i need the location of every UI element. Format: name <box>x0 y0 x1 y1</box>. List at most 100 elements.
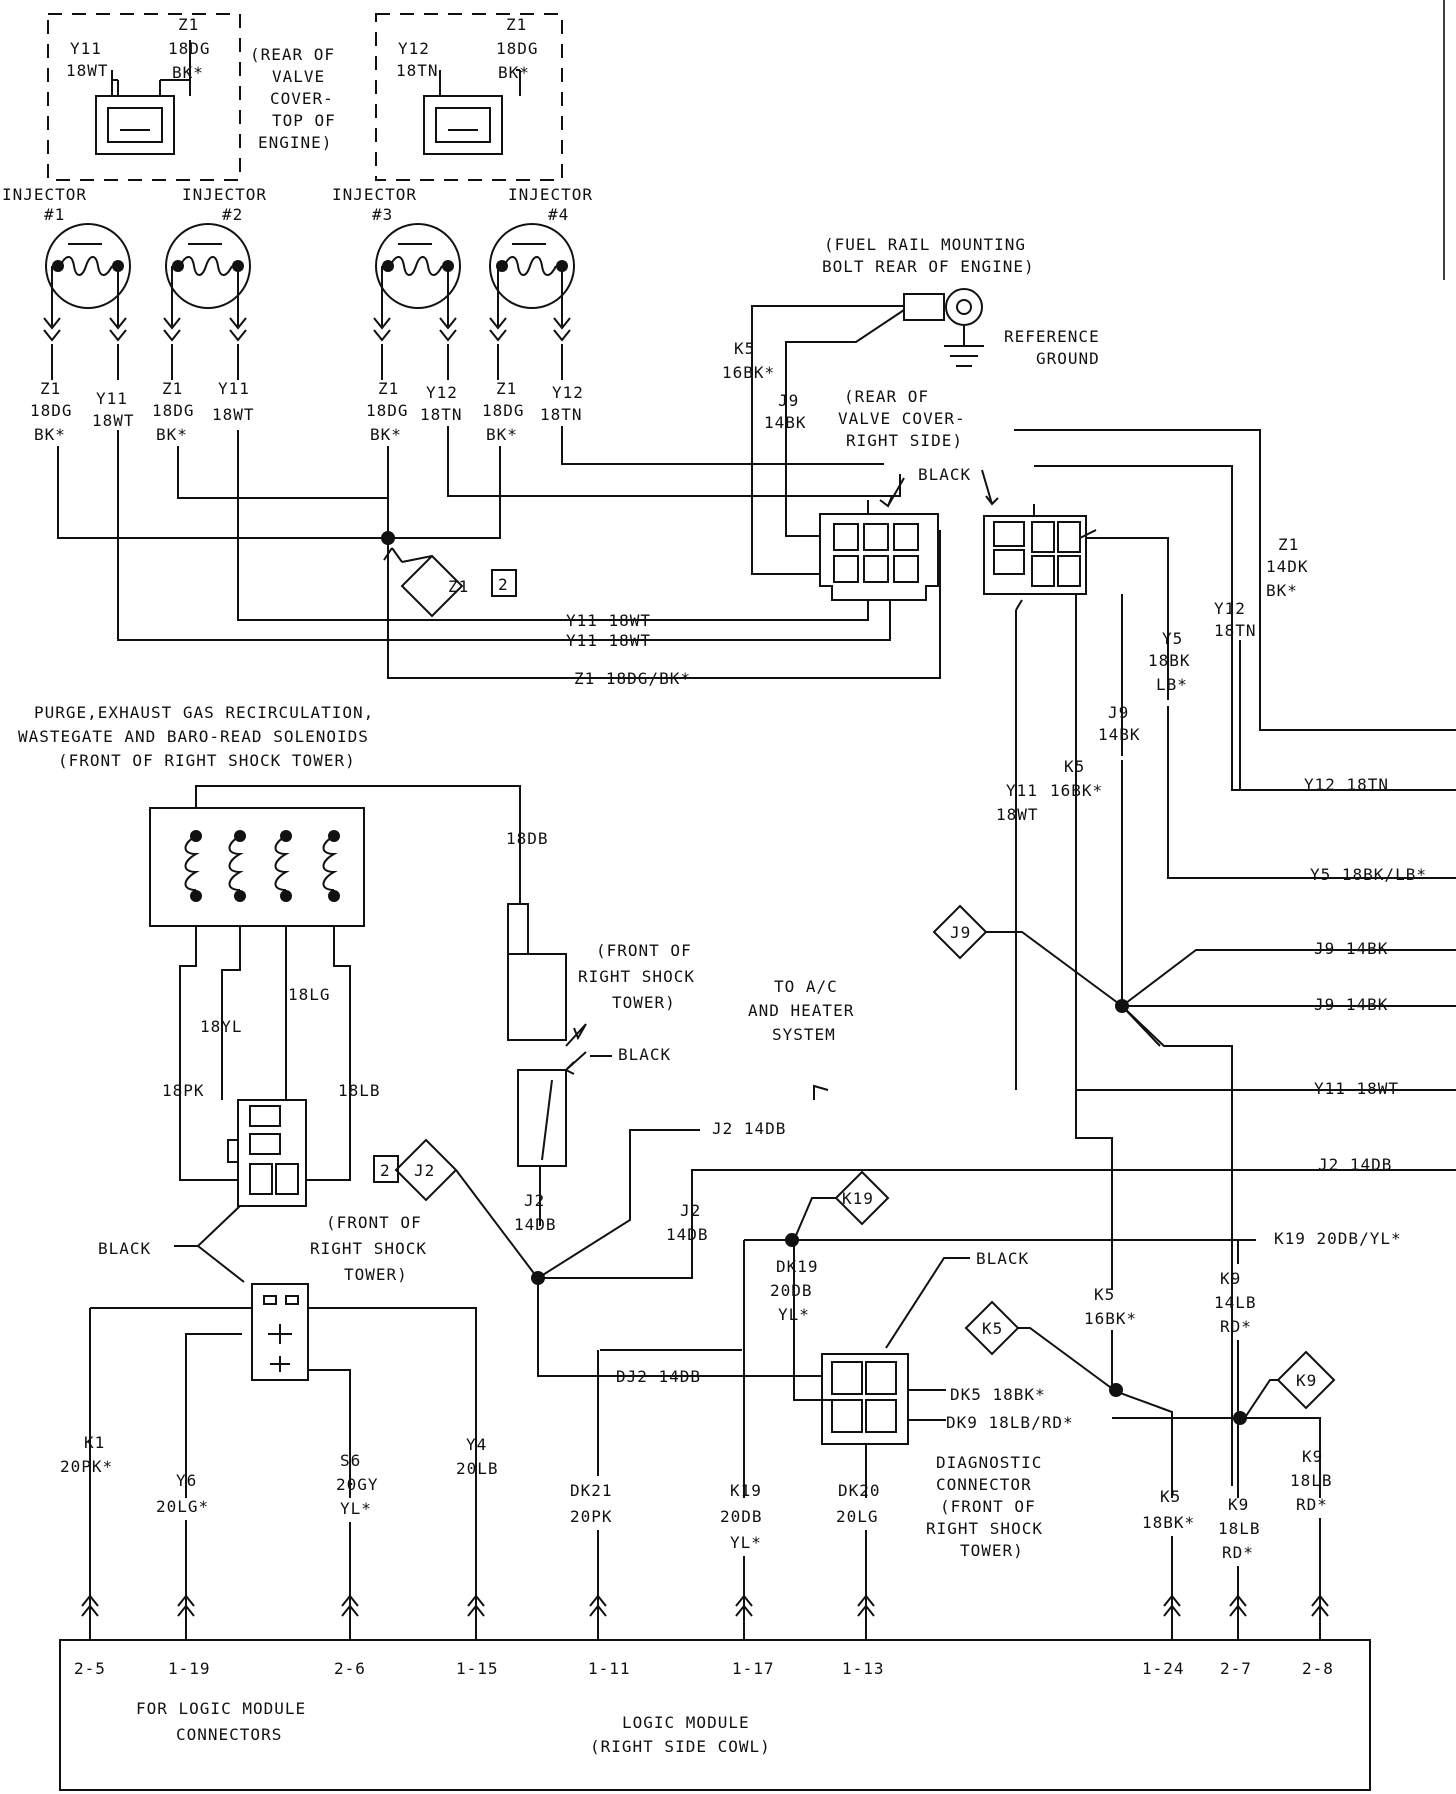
wire-label: 18TN <box>1214 621 1257 640</box>
wire-label: LOGIC MODULE <box>622 1713 750 1732</box>
wire-label: 20LG <box>836 1507 879 1526</box>
wire-label: 18WT <box>66 61 109 80</box>
wire-label: 18DG <box>152 401 195 420</box>
wire-label: K9 <box>1220 1269 1241 1288</box>
wire-label: BK* <box>34 425 66 444</box>
diagnostic-connector <box>793 1240 909 1445</box>
wire-label: Y11 <box>1006 781 1038 800</box>
wire-label: Y4 <box>466 1435 487 1454</box>
splice-k9: K9 <box>1112 1340 1336 1498</box>
wire-label: 14BK <box>1098 725 1141 744</box>
wire-label: ENGINE) <box>258 133 332 152</box>
wire-label: BLACK <box>98 1239 151 1258</box>
wire-label: #4 <box>548 205 569 224</box>
wire-label: RD* <box>1296 1495 1328 1514</box>
wire-label: CONNECTORS <box>176 1725 282 1744</box>
wire-label: REFERENCE <box>1004 327 1100 346</box>
wire-label: DJ2 14DB <box>616 1367 701 1386</box>
wire-label: DIAGNOSTIC <box>936 1453 1042 1472</box>
wire-label: 1-11 <box>588 1659 631 1678</box>
wire-label: COVER- <box>270 89 334 108</box>
wire-label: 2-6 <box>334 1659 366 1678</box>
wire-label: 18TN <box>396 61 439 80</box>
wire-label: (FRONT OF RIGHT SHOCK TOWER) <box>58 751 356 770</box>
wire-label: #2 <box>222 205 243 224</box>
wire-label: 18DG <box>496 39 539 58</box>
wire-label: DK5 18BK* <box>950 1385 1046 1404</box>
wire-label: INJECTOR <box>332 185 417 204</box>
wire-label: K9 <box>1302 1447 1323 1466</box>
injector-wire-labels: Z1 18DG BK* Y11 18WT Z1 18DG BK* Y11 18W… <box>30 379 584 444</box>
wire-label: 18WT <box>212 405 255 424</box>
wire-label: TOP OF <box>272 111 336 130</box>
wire-label: RIGHT SHOCK <box>926 1519 1043 1538</box>
wire-label: Y11 18WT <box>1314 1079 1399 1098</box>
wire-label: RIGHT SHOCK <box>310 1239 427 1258</box>
wire-label: Z1 <box>40 379 61 398</box>
wire-label: DK20 <box>838 1481 881 1500</box>
splice-z1: Z1 2 <box>400 554 517 618</box>
wire-label: 18YL <box>200 1017 243 1036</box>
wire-label: Z1 <box>496 379 517 398</box>
wire-label: Y11 <box>96 389 128 408</box>
wire-label: Y12 <box>552 383 584 402</box>
logic-module: 2-5 1-19 2-6 1-15 1-11 1-17 1-13 1-24 2-… <box>59 1639 1371 1791</box>
wire-label: Z1 <box>448 577 469 596</box>
label: Y11 <box>70 39 102 58</box>
injector-4: INJECTOR #4 <box>489 185 593 309</box>
wire-label: 18LG <box>288 985 331 1004</box>
wire-label: RIGHT SHOCK <box>578 967 695 986</box>
wire-label: 2-7 <box>1220 1659 1252 1678</box>
wire-label: 16BK* <box>1084 1309 1137 1328</box>
wire-label: 18PK <box>162 1081 205 1100</box>
wire-label: TOWER) <box>960 1541 1024 1560</box>
wire-label: CONNECTOR <box>936 1475 1032 1494</box>
wire-label: 18DG <box>168 39 211 58</box>
solenoid-pack: PURGE,EXHAUST GAS RECIRCULATION, WASTEGA… <box>18 703 521 1181</box>
wire-label: 18BK* <box>1142 1513 1195 1532</box>
wire-label: 16BK* <box>722 363 775 382</box>
wire-label: Y12 18TN <box>1304 775 1389 794</box>
injector-connector-3-4: Y12 18TN Z1 18DG BK* <box>375 13 563 181</box>
bus-y11-a: Y11 18WT <box>566 611 651 630</box>
wire-label: Y12 <box>1214 599 1246 618</box>
wire-label: 20PK* <box>60 1457 113 1476</box>
wire-label: K5 <box>1064 757 1085 776</box>
bottom-wires <box>81 1350 1329 1640</box>
wire-label: DK19 <box>776 1257 819 1276</box>
wire-label: J2 14DB <box>712 1119 786 1138</box>
wire-label: RD* <box>1222 1543 1254 1562</box>
wire-label: WASTEGATE AND BARO-READ SOLENOIDS <box>18 727 369 746</box>
logic-connector-left <box>89 1283 477 1498</box>
wire-label: K19 20DB/YL* <box>1274 1229 1402 1248</box>
wire-label: Z1 <box>378 379 399 398</box>
wire-label: K19 <box>842 1189 874 1208</box>
wire-label: (REAR OF <box>844 387 929 406</box>
wire-label: 2-5 <box>74 1659 106 1678</box>
connector-right <box>981 429 1456 791</box>
wire-label: J9 14BK <box>1314 995 1388 1014</box>
wire-label: Y5 <box>1162 629 1183 648</box>
wire-label: Y6 <box>176 1471 197 1490</box>
wire-label: 18LB <box>338 1081 381 1100</box>
wire-label: 18DG <box>366 401 409 420</box>
wire-label: K19 <box>730 1481 762 1500</box>
wire-label: 14DB <box>514 1215 557 1234</box>
wire-label: 20DB <box>770 1281 813 1300</box>
wire-label: Z1 <box>506 15 527 34</box>
wire-label: 18DB <box>506 829 549 848</box>
wire-label: FOR LOGIC MODULE <box>136 1699 306 1718</box>
wire-label: INJECTOR <box>508 185 593 204</box>
wire-label: (FRONT OF <box>596 941 692 960</box>
wire-label: Z1 <box>1278 535 1299 554</box>
wire-label: Y11 <box>218 379 250 398</box>
wire-label: BK* <box>156 425 188 444</box>
wire-label: 20DB <box>720 1507 763 1526</box>
wire-label: Z1 <box>162 379 183 398</box>
wire-label: K5 <box>982 1319 1003 1338</box>
wire-label: J9 <box>950 923 971 942</box>
wire-label: 2 <box>380 1161 391 1180</box>
wire-label: VALVE COVER- <box>838 409 966 428</box>
wire-label: 18TN <box>420 405 463 424</box>
